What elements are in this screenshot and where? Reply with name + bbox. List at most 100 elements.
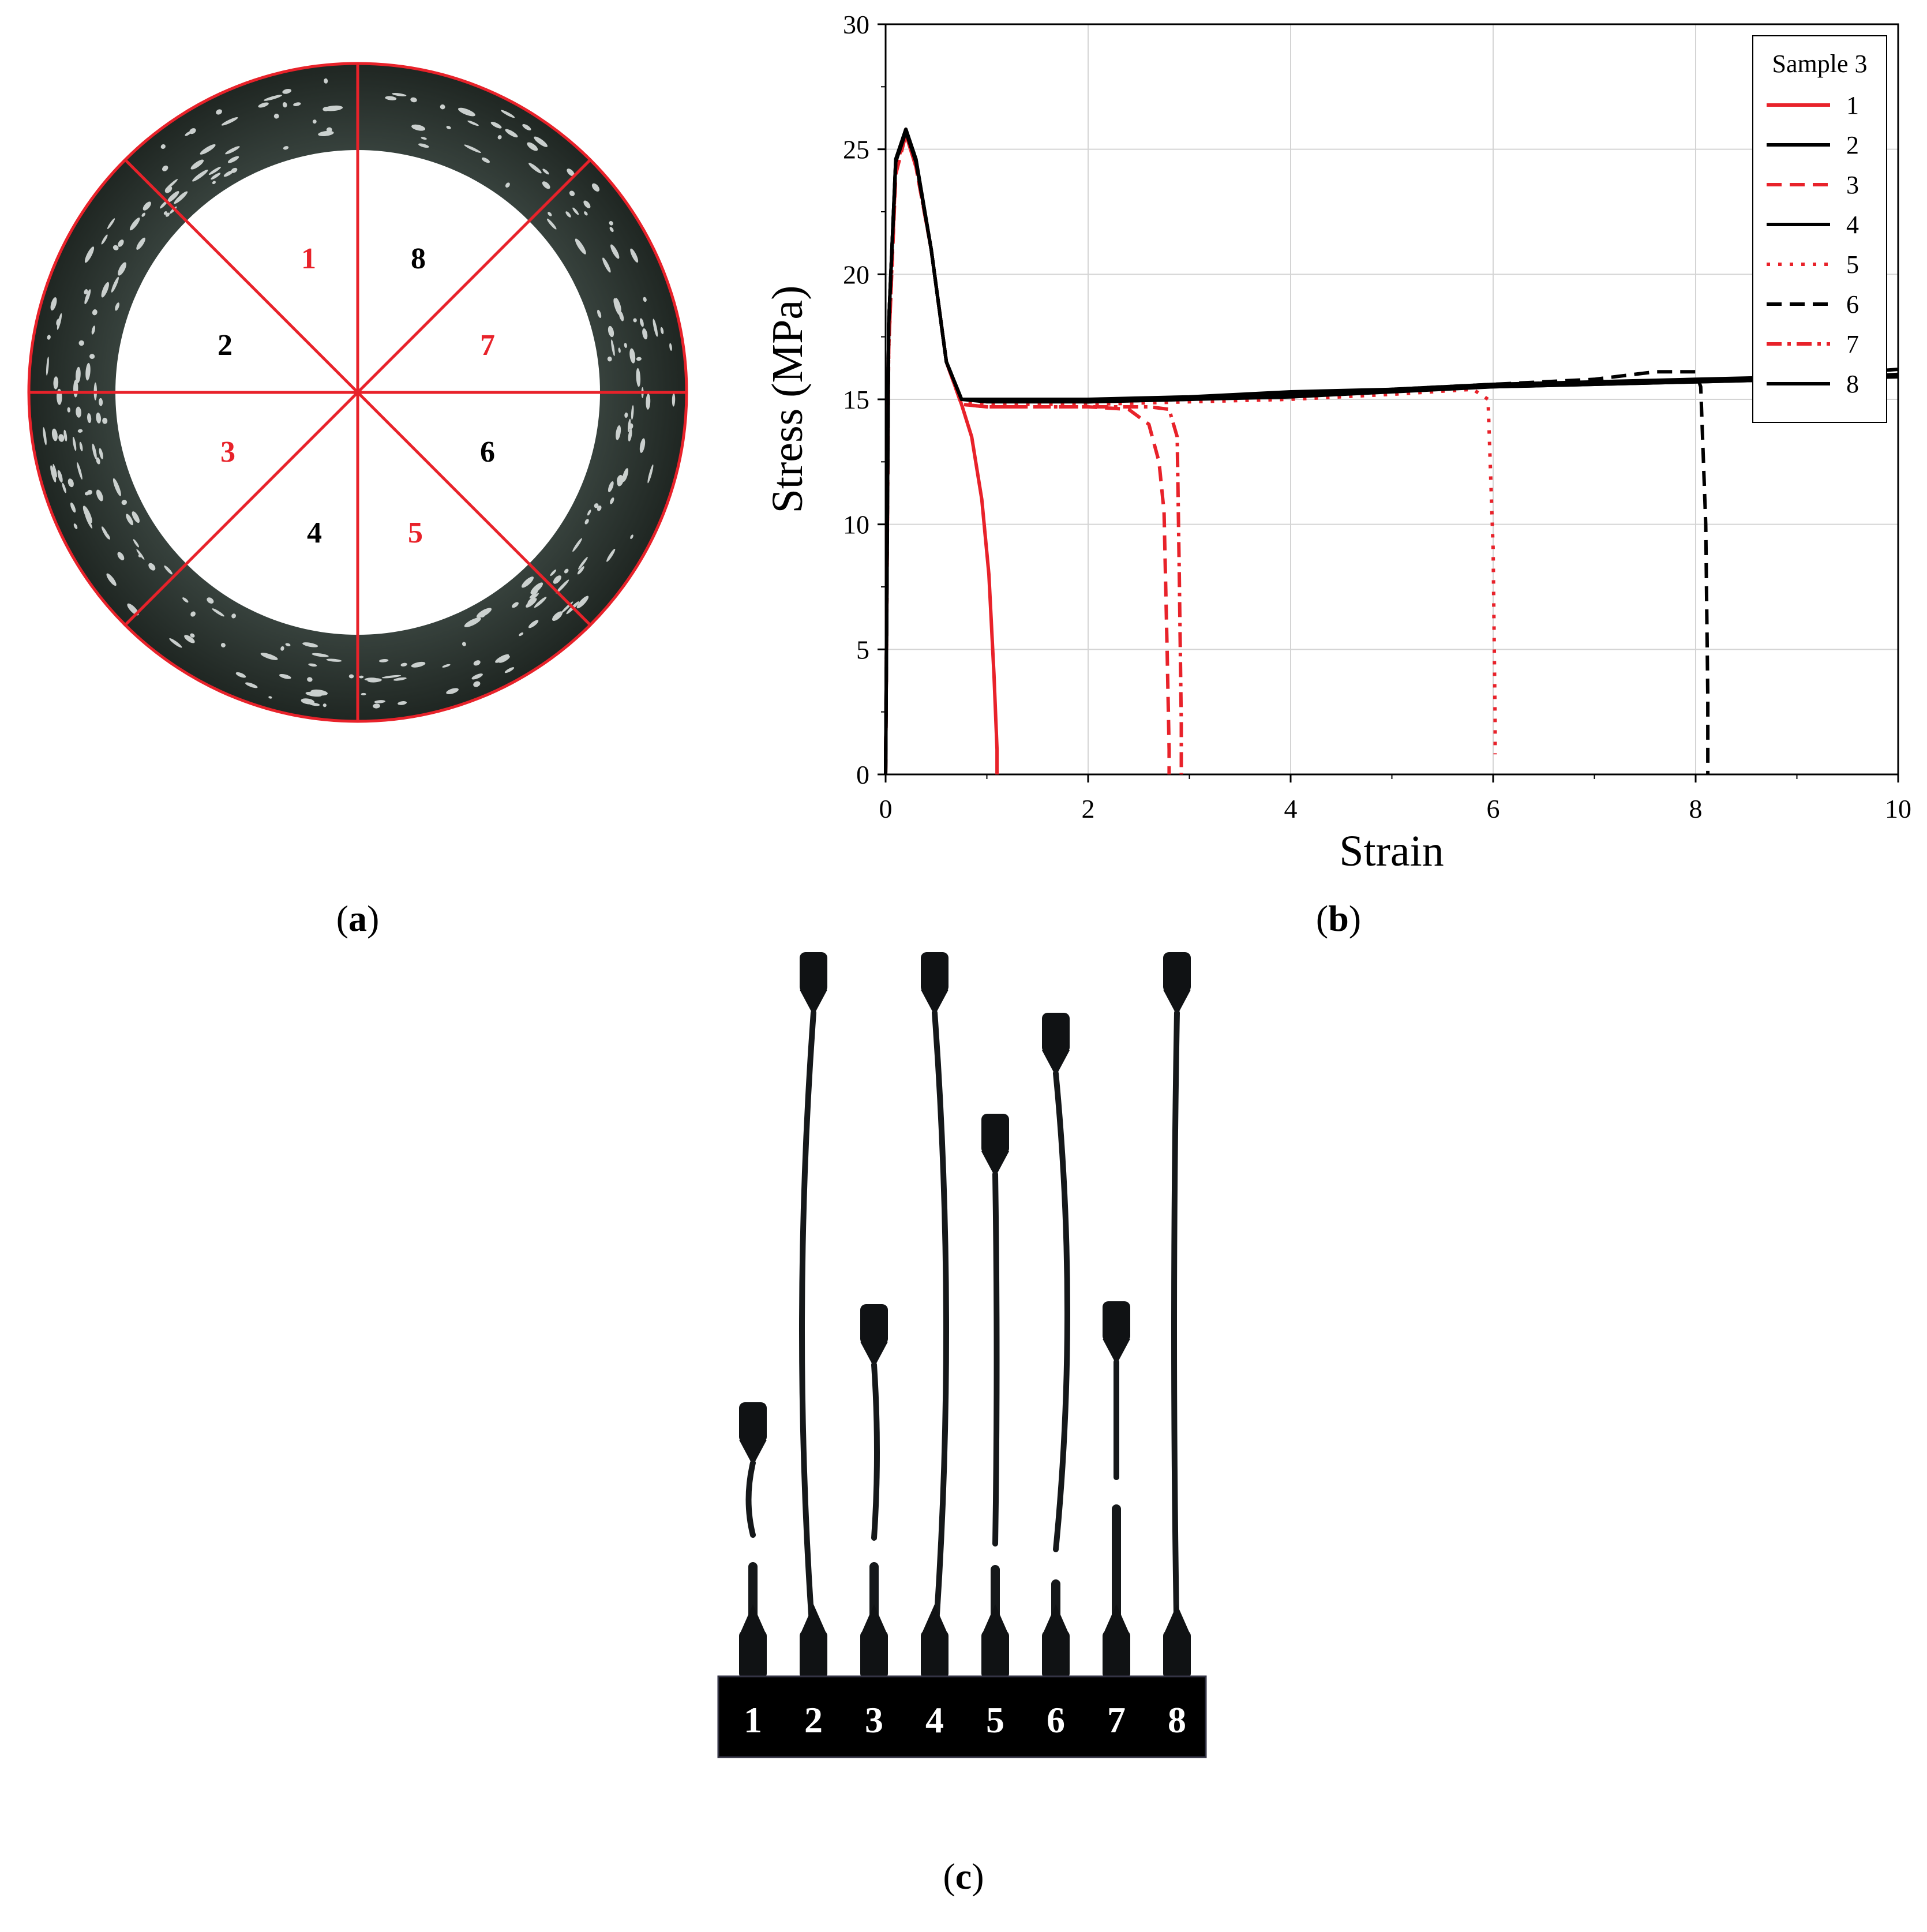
series-line-8 [884, 128, 1899, 775]
specimen-grip [1163, 952, 1191, 993]
specimen-base-neck [861, 1604, 887, 1633]
x-tick-label: 0 [879, 794, 893, 823]
specimen-neck [860, 1342, 888, 1368]
sector-label-4: 4 [307, 516, 322, 549]
specimen-grip [1042, 1013, 1070, 1053]
specimen-number: 6 [1047, 1699, 1065, 1740]
specimen-grip [800, 952, 827, 993]
panel-c-specimen-photo: 1 2 3 4 5 6 7 8 [717, 952, 1207, 1758]
legend-label-5: 5 [1846, 250, 1859, 279]
specimen-grip [860, 1304, 888, 1345]
caption-a: (a) [336, 898, 380, 939]
specimen-base-neck [922, 1604, 947, 1633]
x-tick-label: 2 [1082, 794, 1095, 823]
y-tick-label: 20 [843, 260, 869, 289]
specimen-base-neck [1164, 1604, 1190, 1633]
caption-c: (c) [943, 1856, 984, 1897]
specimen-grip [739, 1402, 767, 1443]
sector-label-3: 3 [220, 436, 235, 469]
specimen-number: 5 [986, 1699, 1004, 1740]
y-tick-label: 0 [856, 760, 869, 789]
specimen-base-grip [860, 1630, 888, 1679]
specimen-numbers: 1 2 3 4 5 6 7 8 [744, 1699, 1186, 1740]
y-tick-label: 10 [843, 510, 869, 540]
broken-specimens [739, 952, 1191, 1679]
specimen-grip [981, 1114, 1009, 1154]
specimen-number: 2 [804, 1699, 823, 1740]
specimen-base-neck [1104, 1604, 1129, 1633]
specimen-strand [745, 1460, 756, 1538]
x-tick-label: 6 [1487, 794, 1500, 823]
specimen-base-grip [739, 1630, 767, 1679]
sector-label-1: 1 [301, 242, 316, 275]
y-tick-label: 25 [843, 135, 869, 164]
x-tick-label: 8 [1689, 794, 1703, 823]
x-axis-label: Strain [1339, 827, 1444, 875]
sector-label-6: 6 [480, 436, 495, 469]
x-tick-label: 4 [1284, 794, 1298, 823]
specimen-base-neck [740, 1604, 766, 1633]
series-line-5 [884, 132, 1497, 775]
caption-b: (b) [1315, 898, 1362, 939]
specimen-number: 7 [1107, 1699, 1126, 1740]
specimen-number: 1 [744, 1699, 762, 1740]
specimen-base-grip [1042, 1630, 1070, 1679]
legend-label-7: 7 [1846, 330, 1859, 358]
specimen-neck [1042, 1050, 1070, 1076]
legend-label-3: 3 [1846, 171, 1859, 199]
sector-label-7: 7 [480, 329, 495, 362]
specimen-base-grip [981, 1630, 1009, 1679]
specimen-neck [921, 990, 948, 1016]
specimen-base-grip [1163, 1630, 1191, 1679]
legend-label-4: 4 [1846, 211, 1859, 239]
specimen-base-neck [801, 1604, 826, 1633]
specimen-neck [981, 1151, 1009, 1177]
y-tick-label: 15 [843, 385, 869, 414]
specimen-base-grip [800, 1630, 827, 1679]
specimen-number: 3 [865, 1699, 883, 1740]
series-line-7 [884, 132, 1183, 775]
specimen-base-neck [983, 1604, 1008, 1633]
legend-label-6: 6 [1846, 290, 1859, 319]
chart-legend: Sample 3 1 2 3 4 5 6 7 8 [1752, 35, 1887, 423]
y-tick-label: 5 [856, 635, 869, 664]
specimen-strand [932, 1010, 949, 1650]
legend-label-8: 8 [1846, 370, 1859, 398]
specimen-strand [871, 1362, 880, 1541]
specimen-strand [1171, 1010, 1180, 1650]
specimen-grip [1103, 1301, 1130, 1342]
sector-lines [29, 63, 687, 721]
specimen-strand [1053, 1070, 1070, 1552]
chart-series [884, 128, 1899, 775]
sector-label-2: 2 [218, 329, 233, 362]
specimen-number: 8 [1168, 1699, 1186, 1740]
sector-label-8: 8 [411, 242, 426, 275]
series-line-4 [884, 128, 1899, 775]
specimen-strand [992, 1171, 1000, 1547]
y-axis-label: Stress (MPa) [763, 286, 812, 514]
specimen-base-neck [1043, 1604, 1069, 1633]
specimen-neck [1103, 1339, 1130, 1365]
specimen-neck [739, 1440, 767, 1466]
specimen-neck [800, 990, 827, 1016]
specimen-strand [799, 1010, 816, 1650]
number-strip [717, 1675, 1207, 1758]
panel-a-ring-diagram: 1 8 2 7 3 6 4 5 [27, 62, 688, 723]
legend-title: Sample 3 [1772, 50, 1868, 78]
specimen-neck [1163, 990, 1191, 1016]
specimen-base-grip [921, 1630, 948, 1679]
series-line-1 [884, 128, 999, 775]
series-line-6 [884, 130, 1710, 775]
y-tick-label: 30 [843, 12, 869, 39]
specimen-grip [921, 952, 948, 993]
sector-label-5: 5 [408, 516, 423, 549]
legend-label-1: 1 [1846, 91, 1859, 119]
x-tick-label: 10 [1885, 794, 1911, 823]
specimen-number: 4 [925, 1699, 944, 1740]
series-line-2 [884, 130, 1899, 775]
ring-specks [43, 78, 676, 709]
legend-label-2: 2 [1846, 131, 1859, 159]
legend-box [1752, 35, 1887, 423]
